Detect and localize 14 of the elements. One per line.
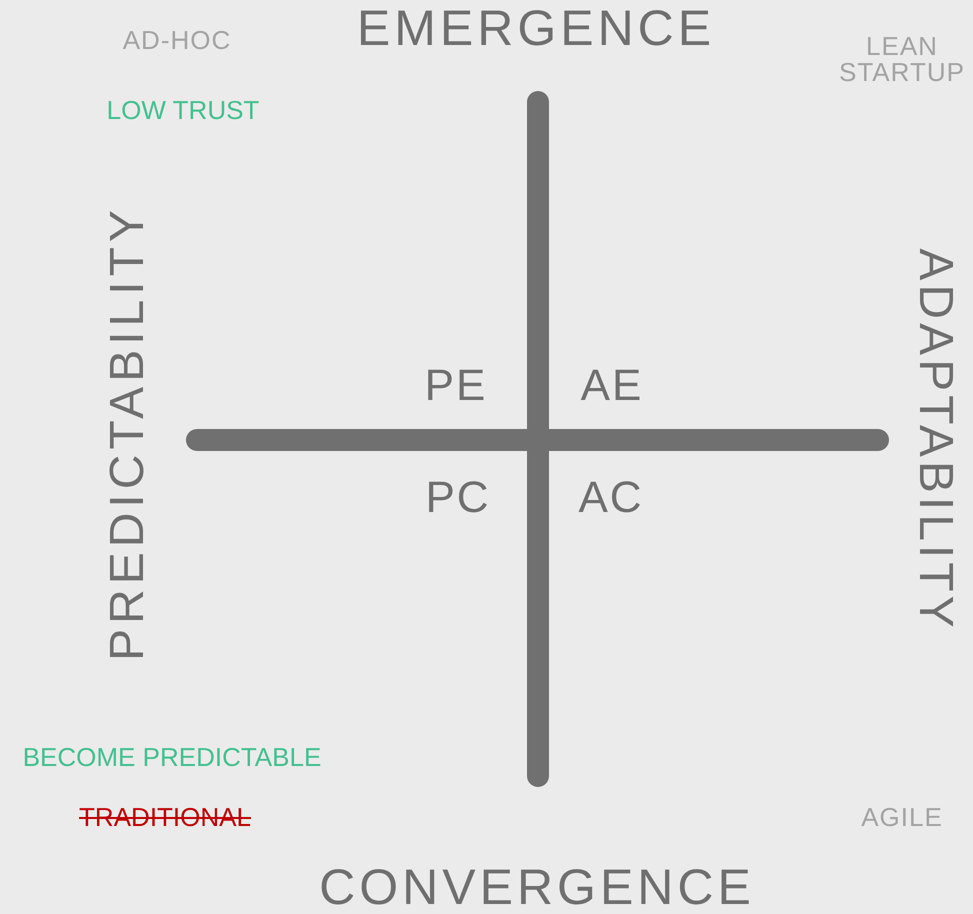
corner-label: LEAN STARTUP (838, 33, 966, 85)
axis-title: EMERGENCE (356, 3, 716, 53)
axis-title: ADAPTABILITY (911, 248, 959, 632)
quadrant-label: AE (580, 364, 644, 408)
quadrant-label: PC (425, 476, 491, 520)
quadrant-label: PE (424, 364, 488, 408)
corner-label: AGILE (861, 804, 943, 830)
struck-label: TRADITIONAL (79, 804, 251, 830)
note-label: LOW TRUST (106, 97, 260, 123)
axis-title: PREDICTABILITY (104, 205, 152, 661)
corner-label: AD-HOC (122, 27, 232, 53)
note-label: BECOME PREDICTABLE (22, 744, 322, 770)
quadrant-label: AC (578, 476, 644, 520)
axis-title: CONVERGENCE (319, 862, 755, 912)
